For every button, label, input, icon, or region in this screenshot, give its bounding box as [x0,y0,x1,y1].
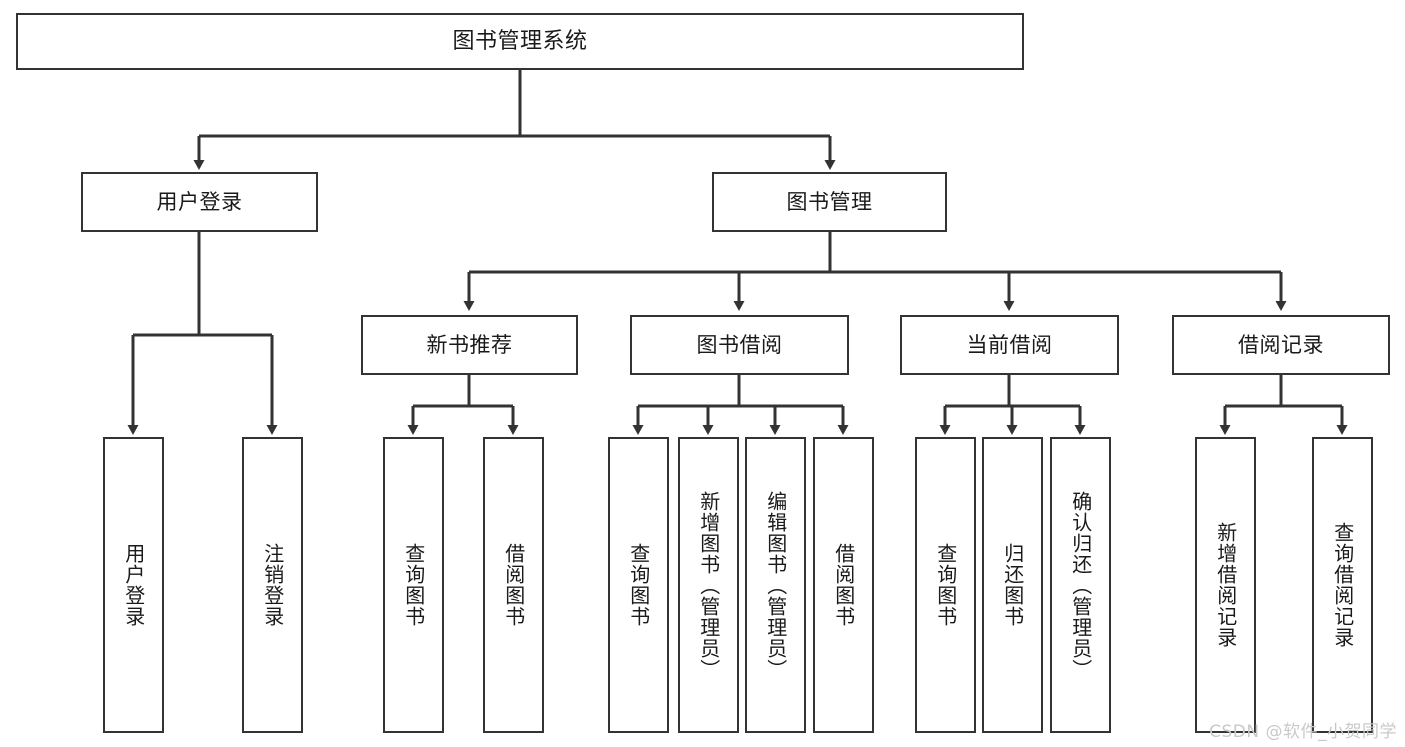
node-label: 图书管理系统 [452,28,588,54]
node-book-borrow[interactable]: 图书借阅 [630,315,849,375]
node-label: 编辑图书（管理员） [763,490,788,680]
leaf-borrow-record-query[interactable]: 查询借阅记录 [1312,437,1373,733]
leaf-book-borrow-query[interactable]: 查询图书 [608,437,669,733]
node-root-system[interactable]: 图书管理系统 [16,13,1024,70]
csdn-watermark: CSDN @软件_小贺同学 [1209,722,1397,742]
node-borrow-record[interactable]: 借阅记录 [1172,315,1390,375]
node-label: 归还图书 [1000,543,1025,627]
leaf-new-book-query[interactable]: 查询图书 [383,437,444,733]
leaf-borrow-record-add[interactable]: 新增借阅记录 [1195,437,1256,733]
node-label: 查询图书 [933,543,958,627]
node-label: 用户登录 [156,189,243,214]
node-label: 当前借阅 [966,332,1053,357]
node-label: 借阅记录 [1238,332,1324,357]
leaf-user-login-signin[interactable]: 用户登录 [103,437,164,733]
node-label: 注销登录 [260,543,285,627]
node-label: 查询借阅记录 [1330,522,1355,648]
leaf-user-login-signout[interactable]: 注销登录 [242,437,303,733]
node-label: 新增图书（管理员） [696,490,721,680]
leaf-current-borrow-confirm[interactable]: 确认归还（管理员） [1050,437,1111,733]
node-label: 新增借阅记录 [1213,522,1238,648]
node-label: 用户登录 [121,543,146,627]
node-label: 借阅图书 [831,543,856,627]
leaf-current-borrow-return[interactable]: 归还图书 [982,437,1043,733]
leaf-book-borrow-add[interactable]: 新增图书（管理员） [678,437,739,733]
leaf-book-borrow-edit[interactable]: 编辑图书（管理员） [745,437,806,733]
node-current-borrow[interactable]: 当前借阅 [900,315,1119,375]
node-new-book-recommend[interactable]: 新书推荐 [361,315,578,375]
leaf-current-borrow-query[interactable]: 查询图书 [915,437,976,733]
node-user-login[interactable]: 用户登录 [81,172,318,232]
node-label: 借阅图书 [501,543,526,627]
node-label: 查询图书 [401,543,426,627]
node-label: 确认归还（管理员） [1068,490,1093,680]
node-book-management[interactable]: 图书管理 [712,172,947,232]
node-label: 新书推荐 [426,332,513,357]
node-label: 图书借阅 [696,332,783,357]
node-label: 图书管理 [786,189,873,214]
leaf-new-book-borrow[interactable]: 借阅图书 [483,437,544,733]
leaf-book-borrow-borrow[interactable]: 借阅图书 [813,437,874,733]
node-label: 查询图书 [626,543,651,627]
